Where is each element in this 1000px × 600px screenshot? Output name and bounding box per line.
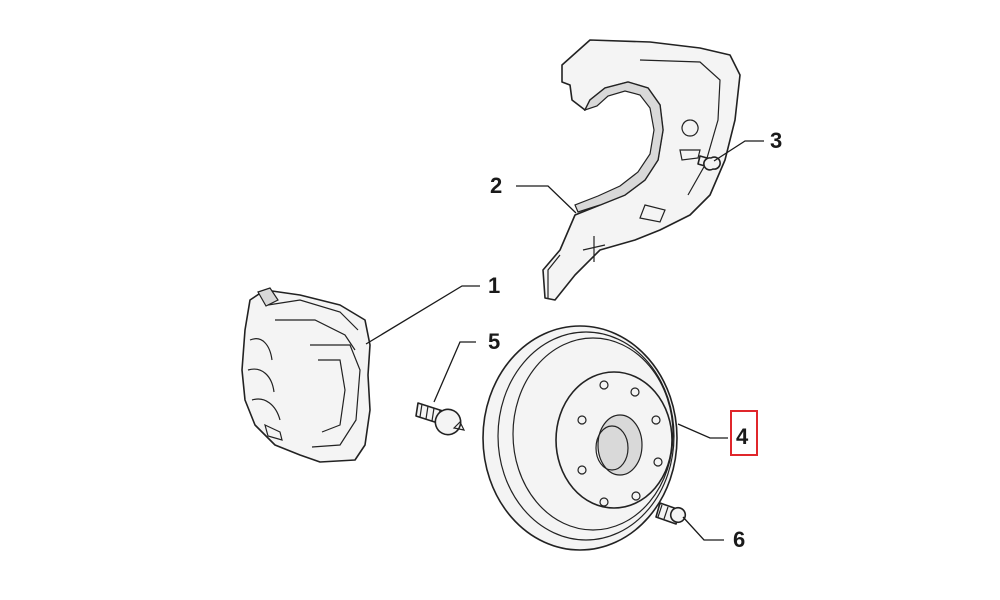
leader-3	[713, 140, 764, 162]
callout-6: 6	[733, 527, 745, 552]
brake-dust-shield	[542, 39, 741, 301]
leader-2	[516, 185, 577, 214]
leader-5	[433, 341, 476, 403]
callout-3: 3	[770, 128, 782, 153]
caliper-bolt	[415, 402, 466, 436]
callout-4-highlight-box	[730, 410, 758, 456]
callout-5: 5	[488, 329, 500, 354]
callout-2: 2	[490, 173, 502, 198]
disc-bolt-holes	[577, 380, 663, 507]
leader-lines	[365, 140, 764, 541]
callout-4: 4	[736, 424, 749, 449]
leader-4	[677, 423, 728, 439]
leader-1	[365, 285, 480, 345]
callout-labels: 1 2 3 4 5 6	[488, 128, 782, 552]
callout-1: 1	[488, 273, 500, 298]
disc-screw	[655, 502, 687, 525]
brake-caliper	[241, 287, 371, 463]
brake-disc	[482, 325, 678, 551]
leader-6	[682, 516, 724, 541]
